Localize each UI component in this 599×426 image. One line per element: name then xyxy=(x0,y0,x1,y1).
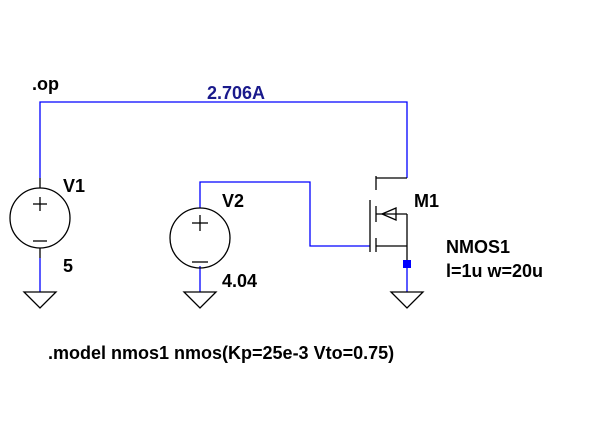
v2-name-label: V2 xyxy=(222,191,244,211)
ground-m1-icon xyxy=(389,291,425,309)
model-directive[interactable]: .model nmos1 nmos(Kp=25e-3 Vto=0.75) xyxy=(48,343,394,363)
v1-value-label: 5 xyxy=(63,256,73,276)
current-annotation: 2.706A xyxy=(207,83,265,103)
ground-v1-icon xyxy=(22,291,58,309)
wire-top-rail xyxy=(39,101,408,178)
v1-source-symbol[interactable] xyxy=(9,178,71,258)
wire-v2-gate xyxy=(199,181,370,247)
v2-value-label: 4.04 xyxy=(222,271,257,291)
junction-dot xyxy=(403,260,411,268)
body-arrow-icon xyxy=(380,207,397,221)
ground-v2-icon xyxy=(182,291,218,309)
m1-model-label: NMOS1 xyxy=(446,237,510,257)
v1-name-label: V1 xyxy=(63,176,85,196)
m1-params-label: l=1u w=20u xyxy=(446,261,543,281)
m1-name-label: M1 xyxy=(414,191,439,211)
op-directive[interactable]: .op xyxy=(32,74,59,94)
v2-source-symbol[interactable] xyxy=(169,207,231,269)
wires xyxy=(39,101,408,292)
m1-nmos-symbol[interactable] xyxy=(369,176,408,264)
